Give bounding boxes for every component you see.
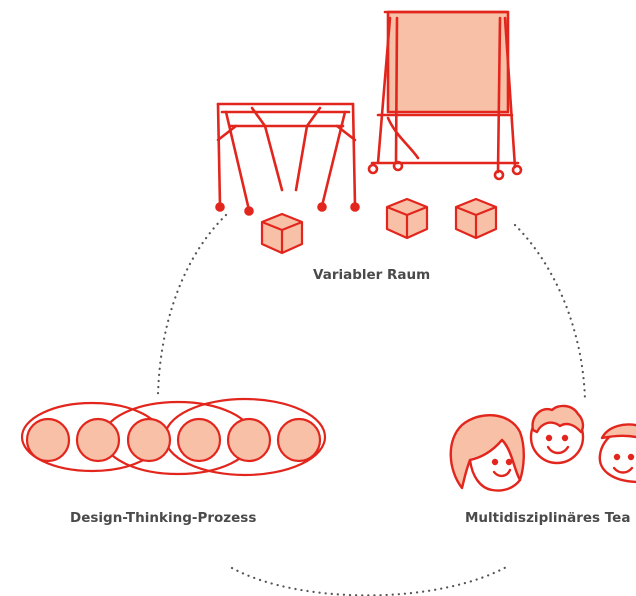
whiteboard-panel [386, 10, 510, 114]
cube-1 [260, 212, 304, 255]
cube-3 [454, 197, 498, 240]
label-design-thinking-prozess: Design-Thinking-Prozess [70, 510, 256, 526]
process-loops-icon [20, 397, 327, 477]
cube-2 [385, 197, 429, 240]
arc-left [156, 213, 228, 397]
face-boy [529, 404, 585, 465]
high-table-icon [215, 102, 360, 216]
connector-arcs [156, 213, 587, 596]
whiteboard-icon [367, 10, 523, 181]
face-girl [449, 413, 525, 492]
arc-right [513, 223, 587, 402]
arc-bottom [230, 563, 512, 596]
label-variabler-raum: Variabler Raum [313, 267, 430, 283]
face-partial [598, 423, 636, 483]
team-faces-icon [449, 404, 636, 492]
label-multidisziplinaeres-team: Multidisziplinäres Tea [465, 510, 630, 526]
cube-stool-icon [260, 197, 498, 255]
